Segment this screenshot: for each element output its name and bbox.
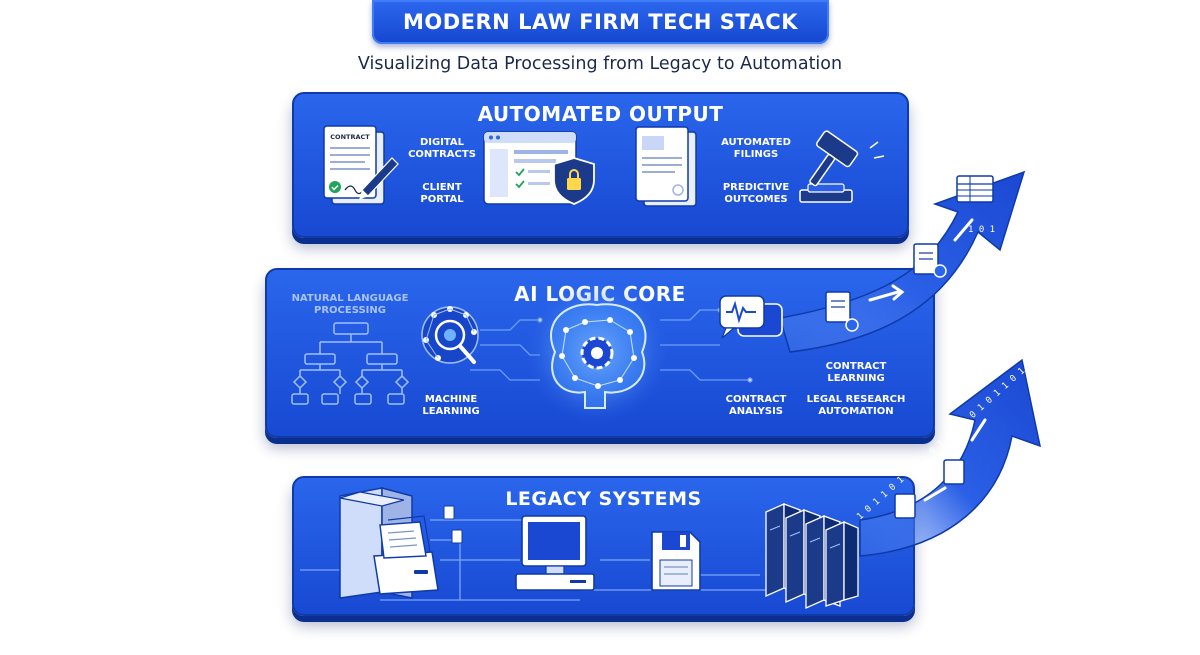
label-client-portal-line2: PORTAL (420, 194, 464, 205)
label-predictive-outcomes: PREDICTIVE OUTCOMES (716, 182, 796, 206)
title-banner: MODERN LAW FIRM TECH STACK (372, 0, 829, 44)
label-contract-learning-line2: LEARNING (827, 373, 885, 384)
label-predictive-outcomes-line1: PREDICTIVE (722, 182, 790, 193)
label-nlp-line2: PROCESSING (314, 305, 386, 316)
label-automated-filings: AUTOMATED FILINGS (716, 137, 796, 161)
small-doc-icons (443, 505, 463, 544)
lower-arrow (859, 358, 1042, 557)
floppy-disk-icon (651, 531, 701, 591)
label-nlp: NATURAL LANGUAGE PROCESSING (284, 293, 416, 317)
label-contract-learning-line1: CONTRACT (825, 361, 887, 372)
automated-output-panel: AUTOMATED OUTPUT (292, 92, 909, 238)
upper-arrow (779, 170, 1026, 353)
page-subtitle: Visualizing Data Processing from Legacy … (357, 54, 843, 74)
label-machine-learning: MACHINE LEARNING (414, 394, 488, 418)
spreadsheet-icon (956, 175, 994, 203)
neural-network-magnifier-icon (421, 306, 479, 364)
label-nlp-line1: NATURAL LANGUAGE (291, 293, 409, 304)
document-icon-lower-2 (943, 459, 965, 485)
gavel-icon (799, 130, 885, 203)
label-machine-learning-line1: MACHINE (424, 394, 478, 405)
label-machine-learning-line2: LEARNING (422, 406, 480, 417)
label-digital-contracts-line1: DIGITAL (419, 137, 465, 148)
binary-upper: 1 0 1 (968, 225, 995, 235)
label-predictive-outcomes-line2: OUTCOMES (724, 194, 788, 205)
filings-document-icon (635, 126, 697, 207)
label-digital-contracts-line2: CONTRACTS (408, 149, 476, 160)
filing-cabinet-icon (339, 487, 439, 599)
contract-document-icon: CONTRACT (323, 125, 385, 205)
decision-tree-icon (291, 322, 410, 405)
label-client-portal: CLIENT PORTAL (404, 182, 480, 206)
label-legal-research-line1: LEGAL RESEARCH (806, 394, 906, 405)
label-digital-contracts: DIGITAL CONTRACTS (404, 137, 480, 161)
contract-doc-label: CONTRACT (330, 133, 370, 141)
label-contract-learning: CONTRACT LEARNING (816, 361, 896, 385)
label-contract-analysis-line1: CONTRACT (725, 394, 787, 405)
shield-lock-icon (553, 157, 595, 205)
document-icon-lower-1 (894, 493, 916, 519)
label-contract-analysis-line2: ANALYSIS (728, 406, 784, 417)
label-client-portal-line1: CLIENT (422, 182, 462, 193)
label-automated-filings-line1: AUTOMATED (721, 137, 791, 148)
automated-output-title: AUTOMATED OUTPUT (477, 102, 724, 126)
computer-icon (515, 515, 595, 591)
pen-icon (359, 157, 399, 200)
chat-waveform-icon (719, 295, 783, 339)
document-icon-upper-2 (913, 243, 947, 278)
legacy-systems-title: LEGACY SYSTEMS (505, 488, 702, 510)
label-contract-analysis: CONTRACT ANALYSIS (718, 394, 794, 418)
document-icon-upper-1 (825, 291, 859, 332)
label-automated-filings-line2: FILINGS (733, 149, 779, 160)
client-portal-browser-icon (483, 131, 577, 205)
page-title: MODERN LAW FIRM TECH STACK (402, 10, 798, 34)
label-legal-research-line2: AUTOMATION (818, 406, 894, 417)
label-legal-research-automation: LEGAL RESEARCH AUTOMATION (800, 394, 912, 418)
gear-icon (580, 336, 614, 370)
books-icon (765, 502, 859, 610)
